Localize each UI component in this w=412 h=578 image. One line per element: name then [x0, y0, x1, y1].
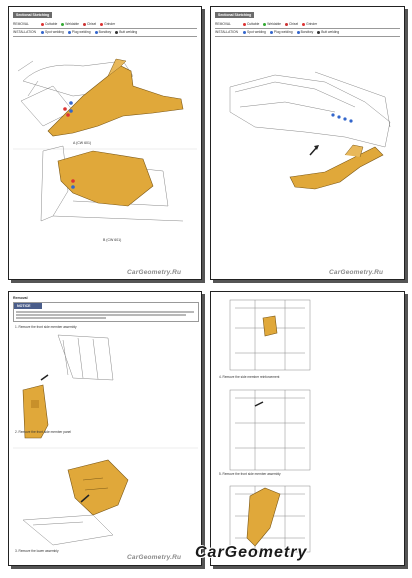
legend-item: Spot welding: [243, 30, 266, 34]
legend-dot-icon: [41, 30, 44, 34]
brand-watermark: CarGeometry: [195, 544, 308, 561]
legend-dot-icon: [94, 30, 98, 34]
highlighted-part: [262, 315, 278, 337]
legend-divider: [13, 28, 197, 29]
legend-dot-icon: [41, 22, 44, 26]
section-tag: Sectional Sketching: [215, 12, 255, 18]
legend-item: Chisel: [82, 22, 96, 26]
legend-item: Chisel: [284, 22, 298, 26]
legend-item: Grinder: [302, 22, 317, 26]
notice-label: NOTICE: [14, 303, 42, 309]
arrow-icon: [254, 401, 264, 407]
legend-dot-icon: [302, 22, 306, 26]
manual-page-2: Sectional Sketching REMOVAL Cuttable Wel…: [210, 6, 405, 280]
legend-item: Bondtwy: [296, 30, 313, 34]
legend-item: Cuttable: [41, 22, 57, 26]
step-caption: 4. Remove the side member reinforcement: [219, 375, 280, 379]
side-member-part: [289, 146, 384, 190]
page-watermark: CarGeometry.Ru: [127, 269, 182, 276]
removal-legend: REMOVAL Cuttable Weldable Chisel Grinder: [215, 22, 321, 26]
callout-b: B (CW 601): [103, 238, 121, 242]
manual-page-4: 4. Remove the side member reinforcement …: [210, 291, 405, 566]
legend-dot-icon: [296, 30, 300, 34]
legend-divider: [215, 36, 400, 37]
highlighted-part: [246, 487, 281, 547]
removal-label: REMOVAL: [13, 22, 29, 26]
side-member-part: [47, 65, 184, 137]
floor-panel-illustrations: [229, 299, 311, 553]
legend-dot-icon: [115, 30, 119, 34]
step-caption: 1. Remove the front side member assembly: [15, 325, 77, 329]
legend-dot-icon: [82, 22, 86, 26]
legend-dot-icon: [243, 30, 246, 34]
legend-dot-icon: [284, 22, 288, 26]
section-title: Removal: [13, 296, 28, 300]
side-member-illustration: A (CW 601) B (CW 601): [13, 58, 197, 242]
legend-item: Butt welding: [115, 30, 137, 34]
removal-steps-illustration: [13, 334, 198, 546]
legend-divider: [215, 28, 400, 29]
legend-item: Grinder: [100, 22, 115, 26]
installation-legend: INSTALLATION Spot welding Plug welding B…: [215, 30, 343, 34]
legend-item: Weldable: [61, 22, 79, 26]
removal-label: REMOVAL: [215, 22, 231, 26]
removed-part: [22, 384, 49, 439]
step-caption: 3. Remove the lower assembly: [15, 549, 59, 553]
page-watermark: CarGeometry.Ru: [329, 269, 384, 276]
legend-item: Plug welding: [67, 30, 91, 34]
body-structure-illustration: [229, 71, 391, 190]
step-caption: 2. Remove the front side member panel: [15, 430, 71, 434]
page-watermark: CarGeometry.Ru: [127, 554, 182, 561]
manual-page-3: Removal NOTICE 1. Remove the front side …: [8, 291, 202, 566]
legend-item: Weldable: [263, 22, 281, 26]
removed-part: [67, 459, 129, 516]
legend-dot-icon: [269, 30, 273, 34]
legend-item: Spot welding: [41, 30, 64, 34]
callout-a: A (CW 601): [73, 141, 91, 145]
manual-page-1: Sectional Sketching REMOVAL Cuttable Wel…: [8, 6, 202, 280]
section-tag: Sectional Sketching: [13, 12, 53, 18]
legend-divider: [13, 36, 197, 37]
installation-label: INSTALLATION: [215, 30, 238, 34]
side-member-detail-part: [57, 150, 154, 207]
arrow-icon: [80, 494, 90, 503]
legend-dot-icon: [263, 22, 267, 26]
legend-dot-icon: [100, 22, 104, 26]
legend-dot-icon: [317, 30, 321, 34]
installation-label: INSTALLATION: [13, 30, 36, 34]
legend-item: Bondtwy: [94, 30, 111, 34]
legend-item: Plug welding: [269, 30, 293, 34]
legend-dot-icon: [243, 22, 246, 26]
legend-item: Butt welding: [317, 30, 339, 34]
arrow-icon: [40, 374, 49, 381]
legend-dot-icon: [61, 22, 65, 26]
installation-legend: INSTALLATION Spot welding Plug welding B…: [13, 30, 141, 34]
removal-legend: REMOVAL Cuttable Weldable Chisel Grinder: [13, 22, 119, 26]
legend-item: Cuttable: [243, 22, 259, 26]
step-caption: 5. Remove the front side member assembly: [219, 472, 281, 476]
notice-box: NOTICE: [13, 302, 199, 322]
legend-dot-icon: [67, 30, 71, 34]
